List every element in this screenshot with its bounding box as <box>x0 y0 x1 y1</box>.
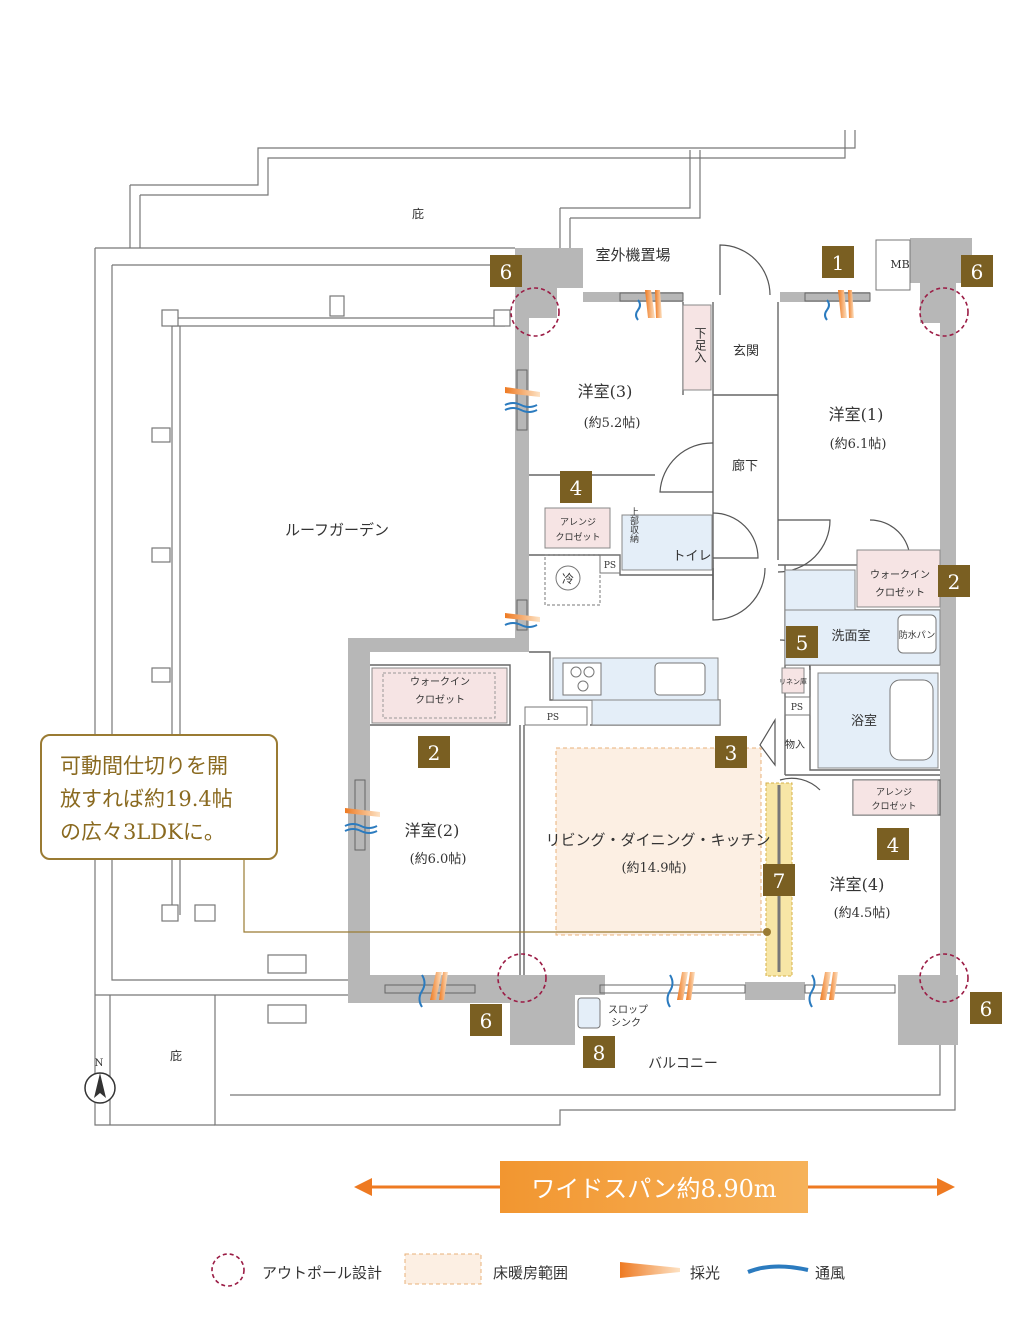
label-room3-size: (約5.2帖) <box>584 416 641 431</box>
label-slop-a: スロップ <box>608 1004 648 1016</box>
label-walkin2-a: ウォークイン <box>410 676 470 688</box>
legend-outpole: アウトポール設計 <box>262 1264 383 1282</box>
label-corridor: 廊下 <box>732 458 758 474</box>
light-legend-icon <box>620 1262 680 1278</box>
label-room2: 洋室(2) <box>405 821 460 840</box>
floor-heating-legend-icon <box>404 1253 482 1285</box>
label-ldk: リビング・ダイニング・キッチン <box>545 831 770 849</box>
label-toilet: トイレ <box>672 549 711 564</box>
callout-line-1: 可動間仕切りを開 <box>60 754 228 778</box>
wind-legend-icon <box>747 1264 809 1274</box>
label-storage: 物入 <box>785 738 805 751</box>
outpole-legend-icon <box>211 1253 245 1287</box>
badge-3: 3 <box>725 741 738 765</box>
wide-span-label: ワイドスパン約8.90m <box>531 1175 777 1203</box>
roof-pillars <box>151 295 511 922</box>
callout-leader <box>243 857 767 933</box>
label-water-pan: 防水パン <box>899 629 935 641</box>
north-arrow: N <box>84 1058 116 1104</box>
badge-6: 6 <box>500 260 513 284</box>
fixtures <box>524 554 811 726</box>
room-labels: 庇 室外機置場 MB 玄関 下足入 洋室(3) (約5.2帖) 洋室(1) (約… <box>170 206 935 1072</box>
floor-heating-zone <box>555 747 762 936</box>
callout-line-2: 放すれば約19.4帖 <box>60 787 233 811</box>
wide-span: ワイドスパン約8.90m <box>354 1161 955 1213</box>
callout-line-3: の広々3LDKに。 <box>60 820 225 844</box>
legend: アウトポール設計 床暖房範囲 採光 通風 <box>205 1248 925 1292</box>
badge-7: 7 <box>773 869 786 893</box>
badges: 6 6 1 4 2 5 2 3 4 7 6 6 8 <box>418 246 1002 1068</box>
legend-wind: 通風 <box>815 1264 846 1282</box>
badge-1: 1 <box>832 251 845 275</box>
badge-8: 8 <box>593 1041 606 1065</box>
label-balcony: バルコニー <box>648 1056 718 1072</box>
legend-light: 採光 <box>690 1264 721 1282</box>
label-fridge: 冷 <box>562 572 574 586</box>
label-arrange-closet-a: アレンジ <box>560 518 596 528</box>
badge-5: 5 <box>796 631 809 655</box>
light-indicators <box>345 290 854 1000</box>
outpole-circles <box>497 287 969 1003</box>
label-walkin-a: ウォークイン <box>870 569 930 581</box>
label-linen: リネン庫 <box>779 677 807 686</box>
label-arrange-closet-b: クロゼット <box>555 531 600 543</box>
label-ps2: PS <box>791 703 803 713</box>
arrow-left-icon <box>354 1178 372 1196</box>
label-room4-size: (約4.5帖) <box>834 906 891 921</box>
badge-4: 4 <box>887 833 900 857</box>
north-label: N <box>95 1058 104 1069</box>
badge-6: 6 <box>971 260 984 284</box>
label-bathroom: 浴室 <box>851 713 877 729</box>
label-walkin-b: クロゼット <box>875 587 925 599</box>
wind-indicators <box>344 299 830 1008</box>
label-room2-size: (約6.0帖) <box>410 852 467 867</box>
label-walkin2-b: クロゼット <box>415 694 465 706</box>
badge-4: 4 <box>570 476 583 500</box>
label-room1: 洋室(1) <box>829 405 884 424</box>
label-slop-b: シンク <box>611 1017 641 1029</box>
label-room3: 洋室(3) <box>578 382 633 401</box>
label-genkan: 玄関 <box>733 344 759 359</box>
label-ps3: PS <box>547 713 559 723</box>
label-mb: MB <box>890 258 909 271</box>
label-ldk-size: (約14.9帖) <box>621 861 686 876</box>
badge-2: 2 <box>428 741 441 765</box>
label-washroom: 洗面室 <box>831 628 870 644</box>
badge-6: 6 <box>980 997 993 1021</box>
label-outdoor-unit: 室外機置場 <box>595 246 670 264</box>
closets <box>371 304 941 816</box>
label-upper-storage: 上部収納 <box>628 507 639 544</box>
label-getabako: 下足入 <box>693 327 707 363</box>
label-room1-size: (約6.1帖) <box>830 437 887 452</box>
label-hisashi-top: 庇 <box>412 206 424 221</box>
badge-6: 6 <box>480 1009 493 1033</box>
arrow-right-icon <box>937 1178 955 1196</box>
outer-boundary <box>94 130 956 1126</box>
label-roof-garden: ルーフガーデン <box>285 521 389 539</box>
label-arrange2-a: アレンジ <box>876 788 912 798</box>
badge-2: 2 <box>948 570 961 594</box>
label-hisashi-bottom: 庇 <box>170 1048 182 1063</box>
label-room4: 洋室(4) <box>830 875 885 894</box>
legend-icons <box>211 1253 809 1287</box>
callout-leader-dot <box>763 928 771 936</box>
label-ps1: PS <box>604 561 616 571</box>
label-arrange2-b: クロゼット <box>871 800 916 812</box>
partition-callout: 可動間仕切りを開 放すれば約19.4帖 の広々3LDKに。 <box>40 734 278 860</box>
legend-floor-heating: 床暖房範囲 <box>493 1264 569 1282</box>
